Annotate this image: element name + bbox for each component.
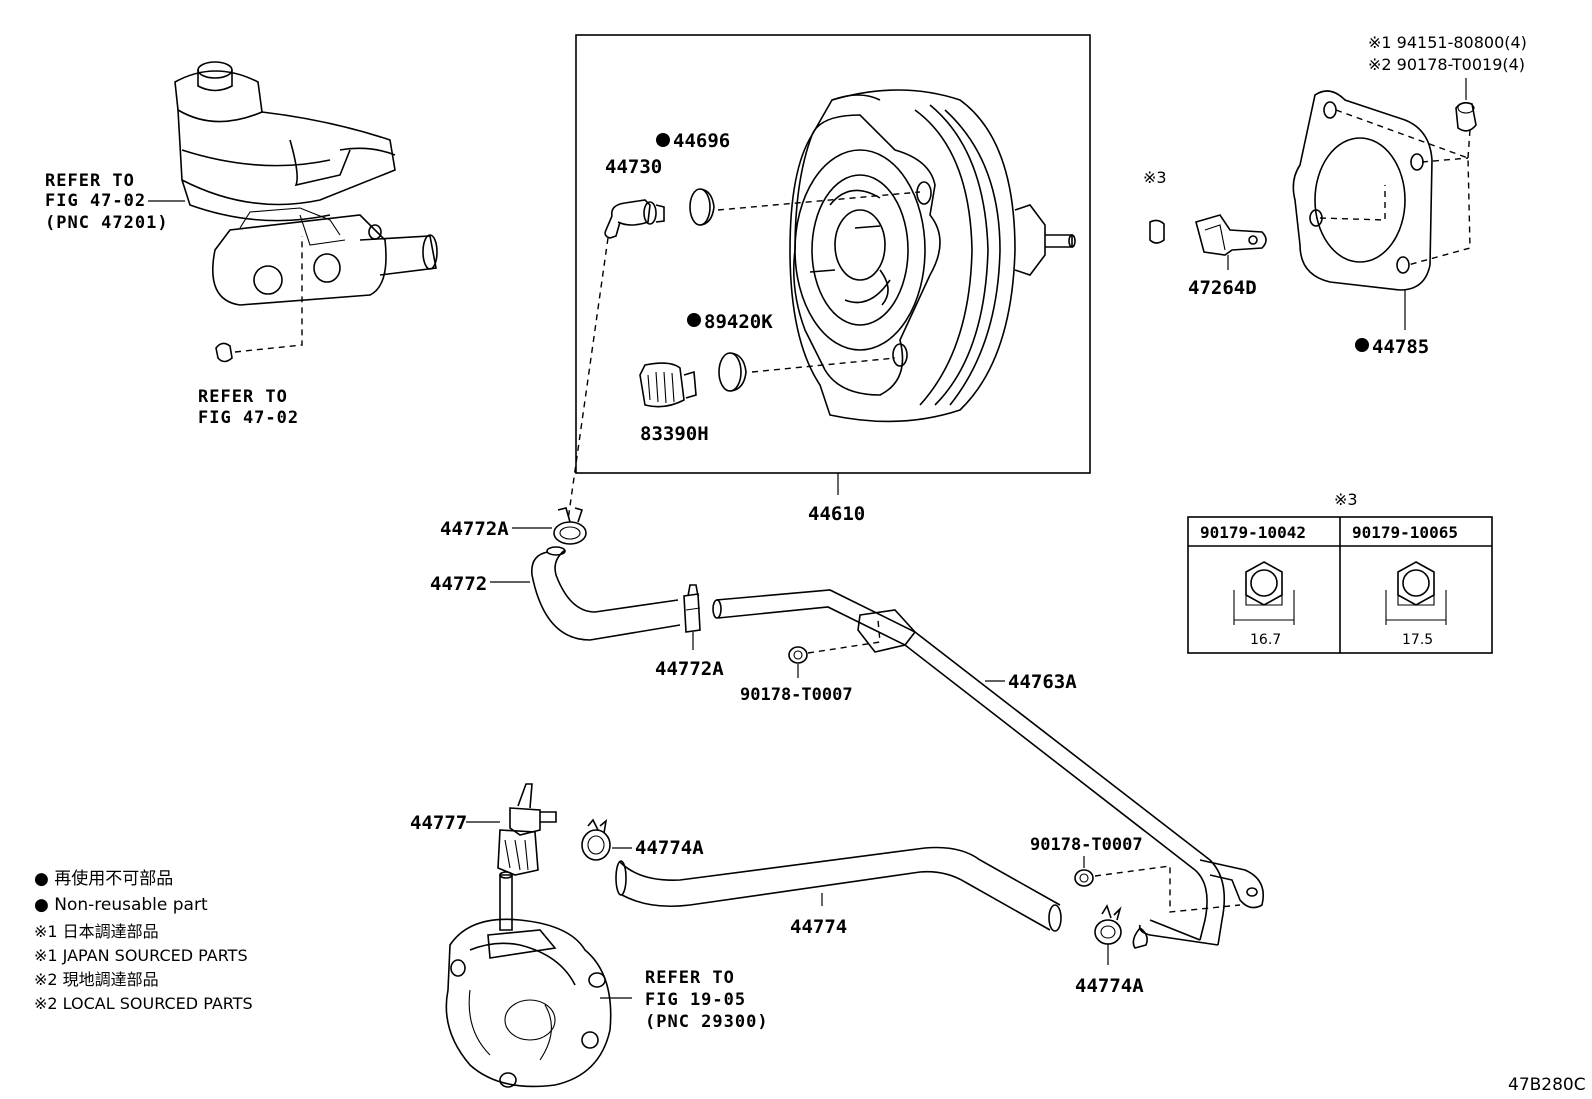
dim-nut-1: 16.7	[1250, 632, 1281, 648]
ref-line-3: (PNC 29300)	[645, 1012, 769, 1032]
label-83390h: 83390H	[640, 423, 709, 445]
label-44696: 44696	[673, 130, 730, 152]
hose-44774-illustration	[615, 846, 1062, 932]
master-cylinder-reference: REFER TO FIG 47-02 (PNC 47201)	[45, 171, 185, 233]
ref-line-1: REFER TO	[645, 968, 735, 988]
non-reusable-dot	[1355, 338, 1369, 352]
pipe-44763a-illustration	[712, 589, 1264, 946]
label-44777: 44777	[410, 812, 467, 834]
ref-line-2: FIG 47-02	[45, 191, 146, 211]
legend: ● 再使用不可部品 ● Non-reusable part ※1 日本調達部品 …	[34, 868, 253, 1013]
master-cylinder-nut-reference: REFER TO FIG 47-02	[198, 387, 299, 428]
gasket-44785-illustration	[1292, 90, 1433, 291]
legend-line-1: ● 再使用不可部品	[34, 868, 173, 889]
label-44772a-mid: 44772A	[655, 658, 724, 680]
master-cylinder-illustration	[174, 61, 438, 363]
booster-assembly-frame	[575, 34, 1091, 474]
union-44777-illustration	[497, 783, 557, 876]
ref-line-3: (PNC 47201)	[45, 213, 169, 233]
label-44774a-right: 44774A	[1075, 975, 1144, 997]
grommet-44696-illustration	[689, 188, 715, 226]
label-90178-t0007-b: 90178-T0007	[1030, 835, 1143, 855]
grommet-89420k-illustration	[718, 352, 747, 392]
legend-line-2: ● Non-reusable part	[34, 895, 208, 915]
vacuum-pump-illustration	[445, 871, 612, 1088]
ref-line-1: REFER TO	[198, 387, 288, 407]
table-title: ※3	[1334, 490, 1358, 509]
legend-line-4: ※1 JAPAN SOURCED PARTS	[34, 946, 248, 965]
ref-line-2: FIG 47-02	[198, 408, 299, 428]
table-header-2: 90179-10065	[1352, 523, 1458, 542]
label-44785: 44785	[1372, 336, 1429, 358]
table-header-1: 90179-10042	[1200, 523, 1306, 542]
label-44730: 44730	[605, 156, 662, 178]
brake-booster-illustration	[789, 89, 1076, 423]
bolt-90178-t0007-b-illustration	[1074, 869, 1094, 887]
hose-44772-illustration	[531, 546, 681, 641]
label-44774: 44774	[790, 916, 847, 938]
sensor-83390h-illustration	[639, 362, 697, 408]
ref-line-2: FIG 19-05	[645, 990, 746, 1010]
dim-nut-2: 17.5	[1402, 632, 1433, 648]
vacuum-pump-reference: REFER TO FIG 19-05 (PNC 29300)	[645, 968, 769, 1032]
bolt-90178-t0007-a-illustration	[788, 646, 808, 664]
fastener-note-2: ※2 90178-T0019(4)	[1368, 55, 1525, 74]
non-reusable-dot	[687, 313, 701, 327]
bracket-47264d-illustration	[1195, 214, 1267, 256]
legend-line-5: ※2 現地調達部品	[34, 970, 159, 989]
nut-spec-table: ※3 90179-10042 90179-10065 16.7 17.5	[1187, 490, 1493, 654]
label-44772: 44772	[430, 573, 487, 595]
label-47264d: 47264D	[1188, 277, 1257, 299]
non-reusable-dot	[656, 133, 670, 147]
diagram-id: 47B280C	[1508, 1075, 1586, 1095]
legend-line-6: ※2 LOCAL SOURCED PARTS	[34, 994, 253, 1013]
fastener-note-1: ※1 94151-80800(4)	[1368, 33, 1527, 52]
label-89420k: 89420K	[704, 311, 773, 333]
clamp-44772a-mid-illustration	[683, 584, 701, 633]
clamp-44772a-top-illustration	[553, 507, 587, 545]
clamp-44774a-right-illustration	[1094, 904, 1122, 945]
legend-line-3: ※1 日本調達部品	[34, 922, 159, 941]
nut-illustration	[1149, 219, 1165, 244]
cap-nut-illustration	[1455, 101, 1477, 132]
label-44610: 44610	[808, 503, 865, 525]
label-44772a-top: 44772A	[440, 518, 509, 540]
ref-line-1: REFER TO	[45, 171, 135, 191]
clamp-44774a-left-illustration	[581, 818, 611, 861]
mark-3-small: ※3	[1143, 168, 1167, 187]
label-44774a-left: 44774A	[635, 837, 704, 859]
check-valve-44730-illustration	[604, 199, 665, 239]
label-90178-t0007-a: 90178-T0007	[740, 685, 853, 705]
label-44763a: 44763A	[1008, 671, 1077, 693]
